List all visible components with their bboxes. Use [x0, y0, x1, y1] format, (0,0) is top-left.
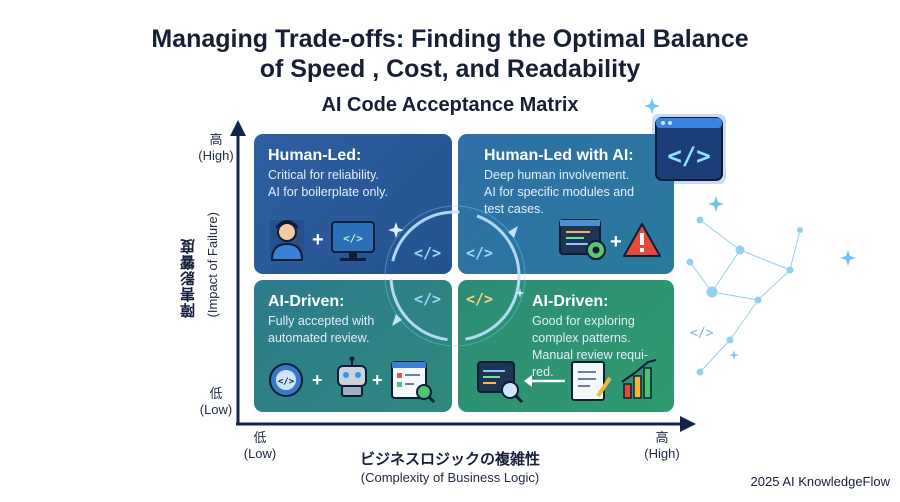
x-axis-label: ビジネスロジックの複雑性	[359, 451, 540, 468]
robot-icon	[337, 356, 367, 397]
x-axis-label-en: (Complexity of Business Logic)	[360, 470, 540, 485]
code-search-icon	[477, 361, 524, 404]
arrow-left-icon	[524, 375, 565, 387]
plus-sign: +	[312, 370, 323, 390]
title-line-2: of Speed , Cost, and Readability	[259, 55, 641, 83]
x-axis-high-en: (High)	[644, 446, 680, 461]
x-axis-arrow	[680, 416, 696, 432]
network-graph-icon	[686, 216, 803, 376]
quadrant-title: Human-Led with AI:	[484, 147, 634, 164]
quadrant-desc-2: complex patterns.	[532, 331, 631, 345]
title: Managing Trade-offs: Finding the Optimal…	[0, 24, 900, 84]
title-line-1: Managing Trade-offs: Finding the Optimal…	[151, 25, 749, 53]
warning-icon	[623, 223, 661, 257]
code-glyph-bl: </>	[414, 290, 442, 308]
y-axis-low-en: (Low)	[199, 402, 233, 417]
x-axis-high: 高 (High)	[640, 430, 684, 462]
matrix-subtitle: AI Code Acceptance Matrix	[321, 94, 579, 116]
y-axis-high-jp: 高	[209, 132, 223, 147]
monitor-code-icon: </>	[331, 221, 375, 261]
code-glyph-tr: </>	[466, 244, 494, 262]
code-window-gear-icon	[559, 219, 606, 260]
y-axis-low-jp: 低	[209, 386, 223, 401]
plus-sign: +	[610, 231, 622, 253]
plus-sign: +	[372, 370, 383, 390]
y-axis-arrow	[230, 120, 246, 136]
quadrant-desc-1: Good for exploring	[532, 314, 635, 328]
x-axis-low-jp: 低	[253, 430, 267, 445]
y-axis-label-en: (Impact of Failure)	[205, 212, 220, 318]
quadrant-desc-2: AI for boilerplate only.	[268, 185, 388, 199]
x-axis-high-jp: 高	[655, 430, 669, 445]
plus-sign: +	[312, 229, 324, 251]
quadrant-title: Human-Led:	[268, 147, 362, 164]
code-glyph-br: </>	[466, 290, 494, 308]
code-glyph-tl: </>	[414, 244, 442, 262]
quadrant-title: AI-Driven:	[532, 293, 609, 310]
code-gear-icon: </>	[269, 363, 303, 397]
y-axis-high-en: (High)	[198, 148, 234, 163]
svg-text:</>: </>	[667, 142, 710, 170]
x-axis-low-en: (Low)	[243, 446, 277, 461]
person-icon	[270, 220, 304, 261]
quadrant-desc-2: AI for specific modules and	[484, 185, 635, 199]
code-glyph-side: </>	[690, 326, 714, 341]
x-axis-low: 低 (Low)	[238, 430, 282, 462]
document-edit-icon	[571, 361, 612, 401]
quadrant-desc-1: Critical for reliability.	[268, 168, 379, 182]
svg-text:</>: </>	[278, 377, 295, 387]
quadrant-desc-3: test cases.	[484, 202, 544, 216]
svg-text:</>: </>	[343, 232, 363, 245]
y-axis-low: 低 (Low)	[196, 386, 236, 418]
footer-credit: 2025 AI KnowledgeFlow	[750, 474, 890, 489]
quadrant-desc-4: red.	[532, 365, 554, 379]
y-axis-high: 高 (High)	[196, 132, 236, 164]
y-axis-label: 障害影響度	[180, 238, 197, 318]
checklist-search-icon	[391, 361, 436, 404]
quadrant-desc-1: Deep human involvement.	[484, 168, 630, 182]
quadrant-desc-1: Fully accepted with	[268, 314, 375, 328]
quadrant-desc-2: automated review.	[268, 331, 370, 345]
sparkles	[388, 98, 856, 360]
cycle-arrows	[384, 205, 526, 347]
bar-chart-icon	[621, 359, 657, 399]
quadrant-title: AI-Driven:	[268, 293, 345, 310]
code-window-icon: </>	[652, 114, 726, 184]
quadrant-desc-3: Manual review requi-	[532, 348, 649, 362]
